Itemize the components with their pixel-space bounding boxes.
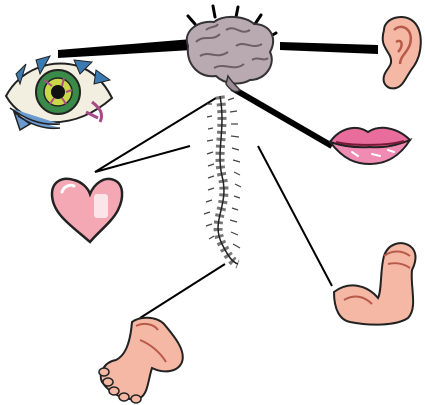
connector-brain-eye: [58, 39, 192, 58]
connector-brain-ear: [280, 42, 378, 54]
foot-icon: [99, 318, 183, 403]
brain-icon: [187, 6, 276, 92]
lips-icon: [330, 128, 410, 164]
connector-spine-foot: [140, 264, 225, 318]
eye-icon: [6, 56, 112, 130]
spine-icon: [204, 96, 241, 264]
heart-icon: [52, 179, 122, 242]
flexed-arm-icon: [334, 243, 416, 324]
ear-icon: [383, 17, 421, 88]
connector-spine-arm: [258, 146, 332, 286]
connector-brain-lips: [232, 88, 332, 146]
connector-spine-heart: [95, 98, 216, 172]
